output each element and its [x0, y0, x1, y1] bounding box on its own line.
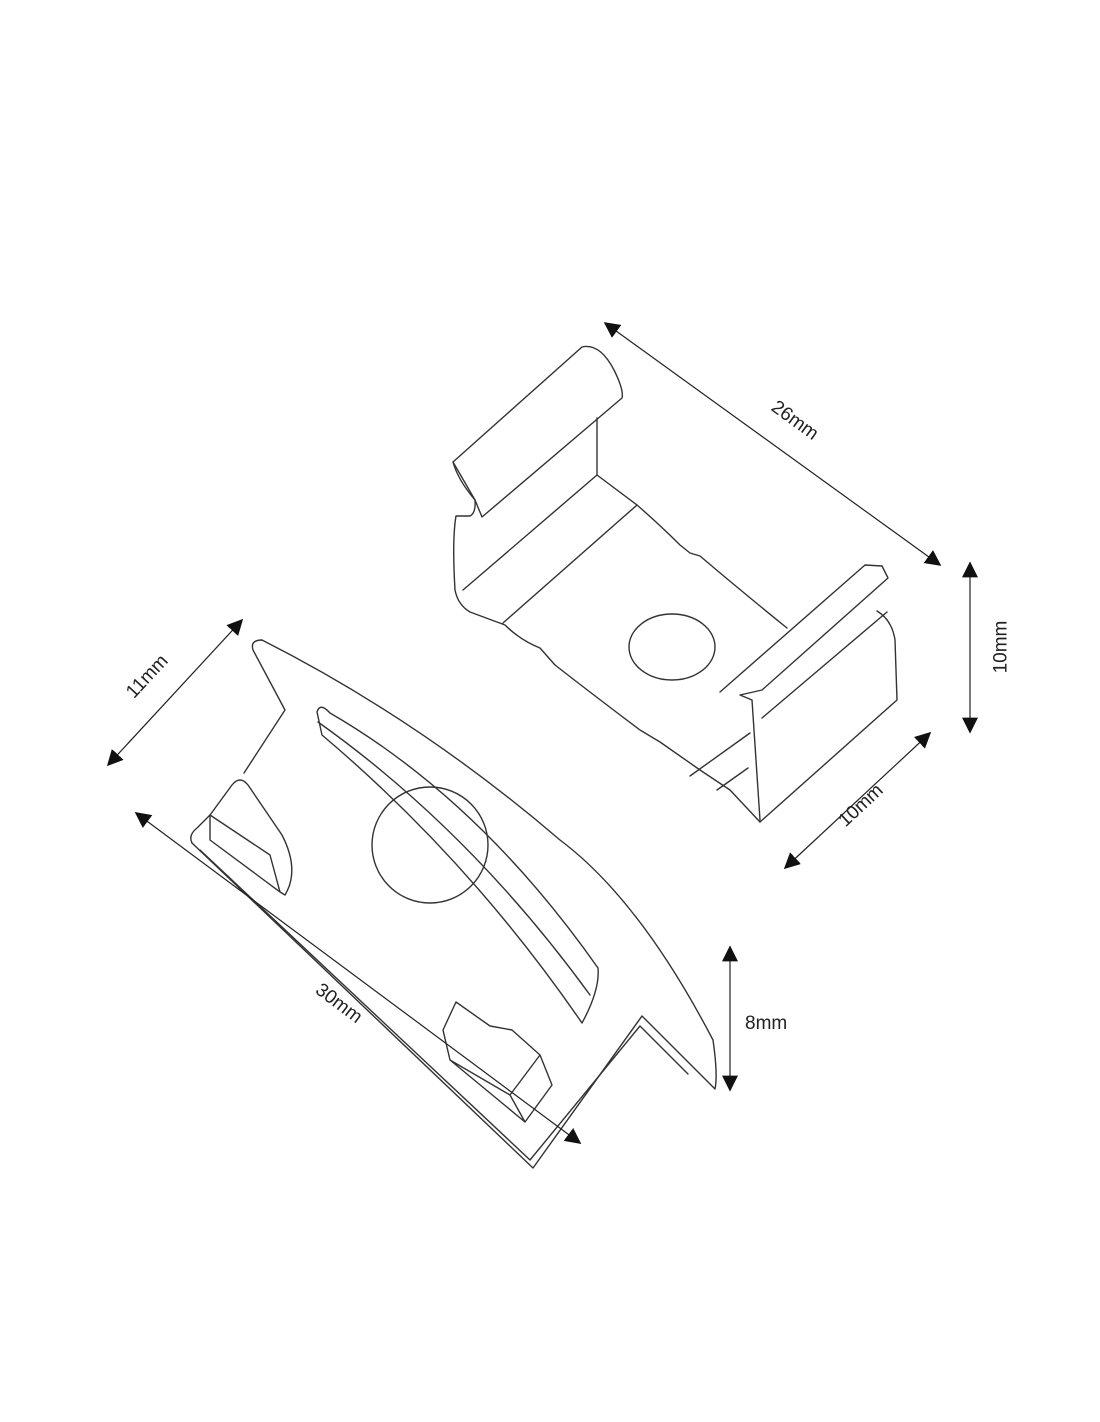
cap-tab-right — [442, 1001, 553, 1123]
cap-lip — [190, 814, 689, 1161]
cap-screw-hole — [371, 786, 489, 904]
clip-right-wall — [689, 610, 898, 823]
clip-screw-hole — [628, 613, 716, 681]
dimension-arrow-11mm — [106, 618, 244, 767]
clip-floor-line-2 — [502, 504, 638, 624]
dimension-arrow-10mm-width — [783, 731, 932, 870]
clip-floor-back-edge — [596, 474, 788, 629]
dimension-arrow-26mm — [603, 322, 942, 566]
mounting-clip — [452, 345, 898, 823]
dimension-arrow-30mm — [134, 812, 582, 1144]
clip-left-wall — [452, 461, 761, 823]
clip-right-rail — [719, 564, 889, 821]
clip-floor-line-1 — [462, 474, 598, 591]
dimension-label-10mm-height: 10mm — [990, 620, 1012, 674]
cap-ridge — [316, 706, 599, 1024]
dimension-label-8mm: 8mm — [745, 1013, 788, 1034]
end-cap — [190, 639, 717, 1169]
cap-outline — [191, 639, 717, 1169]
